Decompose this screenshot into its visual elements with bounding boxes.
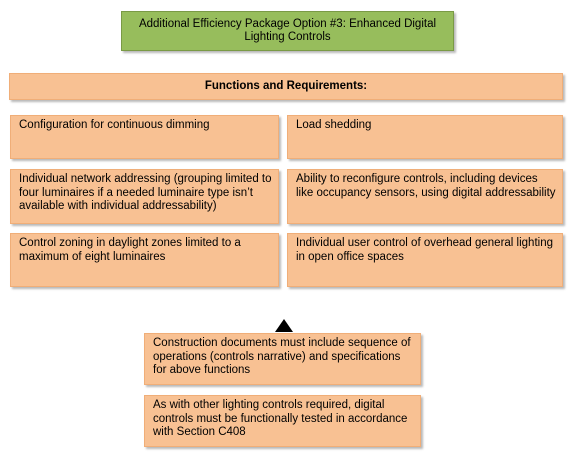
function-box-reconfigure-controls: Ability to reconfigure controls, includi… bbox=[287, 169, 563, 224]
function-box-network-addressing: Individual network addressing (grouping … bbox=[10, 169, 279, 224]
function-box-continuous-dimming: Configuration for continuous dimming bbox=[10, 115, 279, 159]
title-box: Additional Efficiency Package Option #3:… bbox=[121, 11, 454, 51]
function-text: Configuration for continuous dimming bbox=[19, 119, 210, 131]
function-box-individual-user-control: Individual user control of overhead gene… bbox=[287, 233, 563, 287]
function-text: Individual user control of overhead gene… bbox=[296, 237, 553, 263]
note-text: As with other lighting controls required… bbox=[153, 399, 408, 438]
up-triangle-icon bbox=[275, 319, 293, 332]
note-text: Construction documents must include sequ… bbox=[153, 337, 411, 376]
function-text: Load shedding bbox=[296, 119, 372, 131]
function-text: Control zoning in daylight zones limited… bbox=[19, 237, 241, 263]
function-box-load-shedding: Load shedding bbox=[287, 115, 563, 159]
functions-header-box: Functions and Requirements: bbox=[9, 73, 563, 100]
function-box-daylight-zoning: Control zoning in daylight zones limited… bbox=[10, 233, 279, 287]
functions-header-text: Functions and Requirements: bbox=[204, 79, 368, 92]
note-box-functional-testing: As with other lighting controls required… bbox=[144, 395, 421, 447]
title-text: Additional Efficiency Package Option #3:… bbox=[138, 17, 437, 44]
note-box-construction-documents: Construction documents must include sequ… bbox=[144, 333, 421, 385]
function-text: Individual network addressing (grouping … bbox=[19, 173, 272, 212]
function-text: Ability to reconfigure controls, includi… bbox=[296, 173, 556, 199]
